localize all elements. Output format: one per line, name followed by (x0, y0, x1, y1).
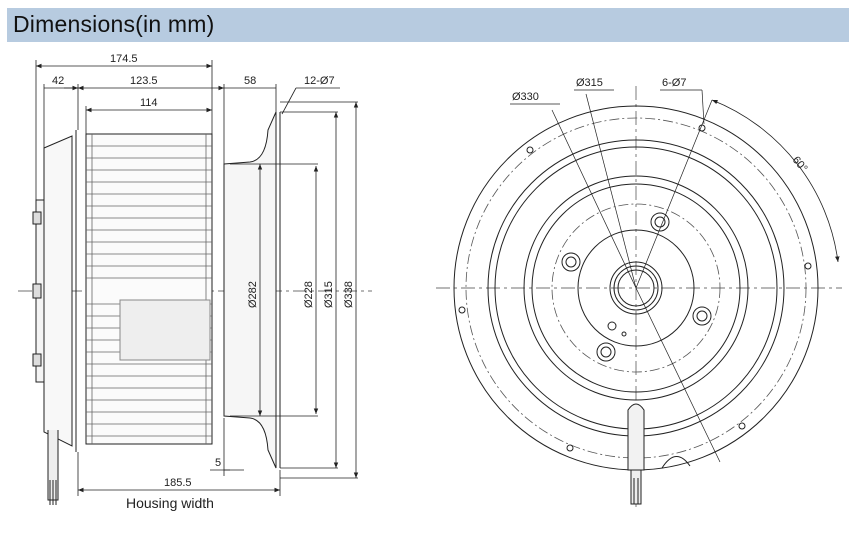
side-view (18, 60, 372, 505)
dim-to-inlet: 123.5 (130, 75, 158, 87)
dim-d338: Ø338 (343, 281, 355, 308)
dim-angle: 60° (790, 154, 810, 174)
dim-overall-length: 174.5 (110, 53, 138, 65)
dim-inlet-depth: 58 (244, 75, 256, 87)
dim-d315-front: Ø315 (576, 77, 603, 89)
dim-holes-front: 6-Ø7 (662, 77, 686, 89)
housing-label: Housing width (126, 495, 214, 511)
dim-5: 5 (215, 457, 221, 469)
dim-d315-side: Ø315 (323, 281, 335, 308)
dim-holes-side: 12-Ø7 (304, 75, 335, 87)
page-title: Dimensions(in mm) (13, 11, 215, 37)
dim-rear-offset: 42 (52, 75, 64, 87)
title-bar: Dimensions(in mm) (7, 8, 849, 42)
dim-d330: Ø330 (512, 91, 539, 103)
dim-d282: Ø282 (247, 281, 259, 308)
dim-d228: Ø228 (303, 281, 315, 308)
dim-housing: 185.5 (164, 477, 192, 489)
front-view (436, 86, 842, 508)
dim-wheel-width: 114 (140, 97, 158, 109)
